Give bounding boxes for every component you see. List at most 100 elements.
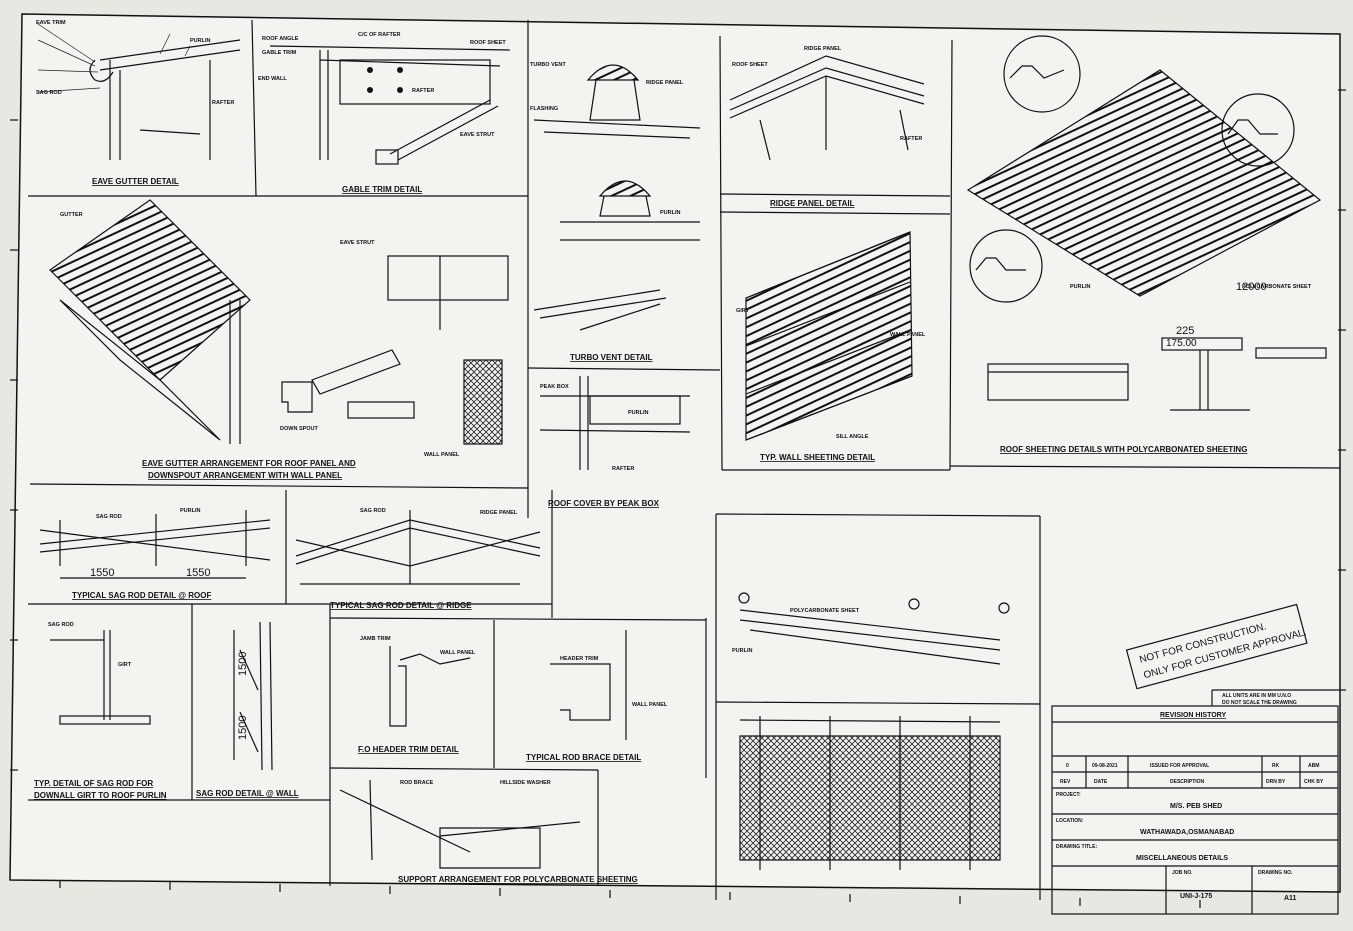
rod-brace-label: ROD BRACE	[400, 780, 434, 786]
title-block-note: DO NOT SCALE THE DRAWING	[1222, 700, 1297, 706]
detail-title: SAG ROD DETAIL @ WALL	[196, 789, 299, 798]
rev-column-header: DRN BY	[1266, 779, 1286, 785]
rev-column-header: CHK BY	[1304, 779, 1324, 785]
turbo-vent-detail: TURBO VENT FLASHING RIDGE PANEL PURLIN T…	[530, 62, 701, 362]
roof-sheeting-label: PURLIN	[1070, 284, 1091, 290]
sag-rod-roof-detail: 1550 1550 SAG ROD PURLIN TYPICAL SAG ROD…	[39, 508, 271, 600]
eave-gutter-label: PURLIN	[190, 38, 211, 44]
polycarbonate-support-label: PURLIN	[732, 648, 753, 654]
roof-sheeting-dimension: 225	[1176, 325, 1194, 337]
rod-brace-detail: ROD BRACE HILLSIDE WASHER SUPPORT ARRANG…	[339, 779, 638, 884]
roof-sheeting-detail: POLYCARBONATE SHEET PURLIN 12000 225 175…	[966, 35, 1327, 454]
title-block-note: ALL UNITS ARE IN MM U.N.O	[1222, 693, 1291, 699]
gable-trim-label: RAFTER	[412, 88, 434, 94]
header-trim-label: HEADER TRIM	[560, 656, 599, 662]
detail-title: F.O HEADER TRIM DETAIL	[358, 745, 459, 754]
detail-title: TYP. DETAIL OF SAG ROD FOR	[34, 779, 153, 788]
gable-trim-label: END WALL	[258, 76, 287, 82]
sag-rod-wall-detail: 1500 1500 SAG ROD DETAIL @ WALL	[196, 621, 299, 798]
rev-column-header: DATE	[1094, 779, 1108, 785]
detail-title: EAVE GUTTER ARRANGEMENT FOR ROOF PANEL A…	[142, 459, 356, 468]
sag-rod-girt-detail: SAG ROD GIRT TYP. DETAIL OF SAG ROD FOR …	[34, 622, 167, 800]
detail-title: EAVE GUTTER DETAIL	[92, 177, 179, 186]
wall-sheeting-label: WALL PANEL	[890, 332, 926, 338]
ridge-panel-label: RIDGE PANEL	[804, 46, 842, 52]
drawing-no-label: DRAWING NO.	[1258, 870, 1293, 876]
job-no-label: JOB NO.	[1172, 870, 1193, 876]
detail-title: TYPICAL SAG ROD DETAIL @ RIDGE	[330, 601, 472, 610]
eave-gutter-arrangement-label: GUTTER	[60, 212, 83, 218]
drawing-title-label: DRAWING TITLE:	[1056, 844, 1097, 850]
rev-cell: 0	[1066, 763, 1069, 769]
roof-sheeting-dimension: 12000	[1236, 281, 1267, 293]
detail-title: DOWNALL GIRT TO ROOF PURLIN	[34, 791, 167, 800]
wall-sheeting-label: GIRT	[736, 308, 750, 314]
rev-cell: RK	[1272, 763, 1280, 769]
turbo-vent-label: FLASHING	[530, 106, 558, 112]
rev-column-header: DESCRIPTION	[1170, 779, 1205, 785]
sag-rod-wall-dimension: 1500	[237, 652, 249, 676]
turbo-vent-label: TURBO VENT	[530, 62, 566, 68]
detail-title: TYPICAL ROD BRACE DETAIL	[526, 753, 641, 762]
paper-border	[9, 13, 1341, 893]
rev-cell: ABM	[1308, 763, 1319, 769]
eave-gutter-arrangement-label: EAVE STRUT	[340, 240, 375, 246]
frame-ticks	[10, 89, 1346, 908]
sag-rod-dimension: 1550	[90, 567, 114, 579]
drawing-title-value: MISCELLANEOUS DETAILS	[1136, 855, 1228, 862]
peak-box-label: PEAK BOX	[540, 384, 569, 390]
peak-box-detail: PEAK BOX PURLIN RAFTER ROOF COVER BY PEA…	[539, 376, 691, 508]
eave-gutter-arrangement-detail: GUTTER DOWN SPOUT EAVE STRUT WALL PANEL …	[49, 199, 509, 480]
peak-box-label: RAFTER	[612, 466, 634, 472]
detail-title: DOWNSPOUT ARRANGEMENT WITH WALL PANEL	[148, 471, 342, 480]
turbo-vent-label: RIDGE PANEL	[646, 80, 684, 86]
sag-rod-girt-label: SAG ROD	[48, 622, 74, 628]
job-no-value: UNI-J-175	[1180, 893, 1212, 900]
sag-rod-wall-dimension: 1500	[237, 716, 249, 740]
sag-rod-label: SAG ROD	[96, 514, 122, 520]
gable-trim-label: ROOF SHEET	[470, 40, 506, 46]
eave-gutter-label: EAVE TRIM	[36, 20, 66, 26]
header-trim-detail: HEADER TRIM WALL PANEL TYPICAL ROD BRACE…	[526, 630, 668, 762]
detail-title: ROOF SHEETING DETAILS WITH POLYCARBONATE…	[1000, 445, 1247, 454]
detail-title: TURBO VENT DETAIL	[570, 353, 653, 362]
rev-cell: ISSUED FOR APPROVAL	[1150, 763, 1209, 769]
sag-rod-ridge-detail: RIDGE PANEL SAG ROD TYPICAL SAG ROD DETA…	[295, 508, 541, 610]
ridge-panel-detail: RIDGE PANEL ROOF SHEET RAFTER RIDGE PANE…	[729, 46, 925, 208]
ridge-panel-label: ROOF SHEET	[732, 62, 768, 68]
drawing-no-value: A11	[1284, 895, 1297, 902]
eave-gutter-arrangement-label: WALL PANEL	[424, 452, 460, 458]
detail-title: TYP. WALL SHEETING DETAIL	[760, 453, 875, 462]
header-trim-label: WALL PANEL	[632, 702, 668, 708]
detail-title: TYPICAL SAG ROD DETAIL @ ROOF	[72, 591, 211, 600]
wall-sheeting-label: SILL ANGLE	[836, 434, 869, 440]
ridge-panel-label: RAFTER	[900, 136, 922, 142]
roof-sheeting-dimension: 175.00	[1166, 338, 1197, 349]
gable-trim-label: EAVE STRUT	[460, 132, 495, 138]
sag-rod-label: PURLIN	[180, 508, 201, 514]
polycarbonate-support-label: POLYCARBONATE SHEET	[790, 608, 860, 614]
jamb-trim-label: WALL PANEL	[440, 650, 476, 656]
rev-cell: 09-08-2021	[1092, 763, 1118, 769]
sag-rod-girt-label: GIRT	[118, 662, 132, 668]
sag-rod-ridge-label: RIDGE PANEL	[480, 510, 518, 516]
detail-title: GABLE TRIM DETAIL	[342, 185, 422, 194]
rod-brace-label: HILLSIDE WASHER	[500, 780, 551, 786]
jamb-trim-detail: JAMB TRIM WALL PANEL F.O HEADER TRIM DET…	[358, 636, 476, 754]
polycarbonate-support-detail: PURLIN POLYCARBONATE SHEET	[732, 592, 1010, 870]
gable-trim-label: ROOF ANGLE	[262, 36, 299, 42]
detail-title: RIDGE PANEL DETAIL	[770, 199, 855, 208]
detail-title: ROOF COVER BY PEAK BOX	[548, 499, 660, 508]
sag-rod-ridge-label: SAG ROD	[360, 508, 386, 514]
eave-gutter-label: SAG ROD	[36, 90, 62, 96]
gable-trim-detail: ROOF ANGLE GABLE TRIM C/C OF RAFTER ROOF…	[258, 32, 511, 194]
roof-sheeting-label: POLYCARBONATE SHEET	[1242, 284, 1312, 290]
wall-sheeting-detail: GIRT WALL PANEL SILL ANGLE TYP. WALL SHE…	[736, 231, 926, 462]
location-label: LOCATION:	[1056, 818, 1084, 824]
turbo-vent-label: PURLIN	[660, 210, 681, 216]
gable-trim-label: GABLE TRIM	[262, 50, 297, 56]
eave-gutter-detail: EAVE TRIM SAG ROD PURLIN RAFTER EAVE GUT…	[36, 20, 241, 186]
eave-gutter-arrangement-label: DOWN SPOUT	[280, 426, 319, 432]
